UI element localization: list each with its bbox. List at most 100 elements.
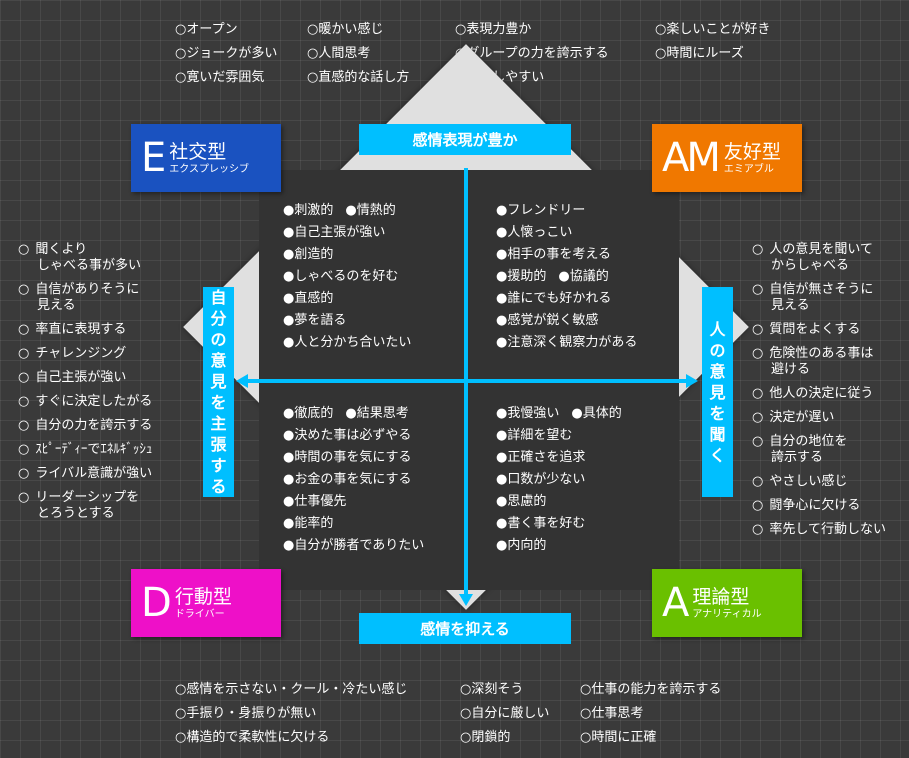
quadrant-item: フレンドリー bbox=[496, 200, 649, 222]
quadrant-item: お金の事を気にする bbox=[283, 469, 436, 491]
quadrant-trait: 具体的 bbox=[571, 406, 621, 421]
quadrant-trait: 結果思考 bbox=[345, 406, 408, 421]
trait-item: チャレンジング bbox=[18, 346, 193, 362]
trait-item: ジョークが多い bbox=[175, 42, 277, 66]
quadrant-trait: 相手の事を考える bbox=[496, 247, 611, 262]
quadrant-item: 能率的 bbox=[283, 513, 436, 535]
quadrant-item: 思慮的 bbox=[496, 491, 634, 513]
quadrant-item: 人と分かち合いたい bbox=[283, 332, 423, 354]
trait-item: 暖かい感じ bbox=[307, 18, 409, 42]
banner-right: 人の意見を聞く bbox=[702, 287, 733, 497]
quadrant-trait: フレンドリー bbox=[496, 203, 585, 218]
type-kana: エクスプレッシブ bbox=[169, 163, 249, 175]
type-letter: A bbox=[662, 580, 689, 626]
quadrant-item: 時間の事を気にする bbox=[283, 447, 436, 469]
banner-top: 感情表現が豊か bbox=[359, 124, 571, 155]
type-letter: AM bbox=[662, 135, 721, 181]
quadrant-item: 口数が少ない bbox=[496, 469, 634, 491]
quadrant-item: 自己主張が強い bbox=[283, 222, 423, 244]
quadrant-item: 詳細を望む bbox=[496, 425, 634, 447]
trait-item: 手振り・身振りが無い bbox=[175, 702, 407, 726]
type-name: 社交型 bbox=[169, 140, 227, 163]
quadrant-trait: 正確さを追求 bbox=[496, 450, 585, 465]
quadrant-item: 人懐っこい bbox=[496, 222, 649, 244]
trait-item: 質問をよくする bbox=[752, 322, 902, 338]
quadrant-trait: お金の事を気にする bbox=[283, 472, 411, 487]
trait-item: 自分に厳しい bbox=[460, 702, 549, 726]
type-name: 行動型 bbox=[174, 585, 232, 608]
quadrant-trait: 創造的 bbox=[283, 247, 333, 262]
quadrant-item: 直感的 bbox=[283, 288, 423, 310]
trait-item: ライバル意識が強い bbox=[18, 466, 193, 482]
type-name: 友好型 bbox=[723, 140, 781, 163]
quadrant-item: 自分が勝者でありたい bbox=[283, 535, 436, 557]
trait-item: 率直に表現する bbox=[18, 322, 193, 338]
quadrant-item: 注意深く観察力がある bbox=[496, 332, 649, 354]
quadrant-trait: 我慢強い bbox=[496, 406, 559, 421]
quadrant-trait: 注意深く観察力がある bbox=[496, 335, 637, 350]
quadrant-trait: 人と分かち合いたい bbox=[283, 335, 411, 350]
left-traits: 聞くよりしゃべる事が多い自信がありそうに見える率直に表現するチャレンジング自己主… bbox=[18, 242, 193, 530]
trait-item: 自分の力を誇示する bbox=[18, 418, 193, 434]
quadrant-item: 書く事を好む bbox=[496, 513, 634, 535]
quadrant-trait: 自分が勝者でありたい bbox=[283, 538, 424, 553]
quadrant-trait: 自己主張が強い bbox=[283, 225, 385, 240]
quadrant-trait: 徹底的 bbox=[283, 406, 333, 421]
top-traits-col-2: 暖かい感じ 人間思考 直感的な話し方 bbox=[307, 18, 409, 90]
quadrant-item: 創造的 bbox=[283, 244, 423, 266]
quadrant-item: 正確さを追求 bbox=[496, 447, 634, 469]
type-kana: エミアブル bbox=[723, 163, 774, 175]
quadrant-item: 感覚が鋭く敏感 bbox=[496, 310, 649, 332]
quadrant-item: 内向的 bbox=[496, 535, 634, 557]
type-badge-driver: D 行動型 ドライバー bbox=[131, 569, 281, 637]
quadrant-item: 夢を語る bbox=[283, 310, 423, 332]
horizontal-axis bbox=[246, 379, 688, 383]
quadrant-trait: 刺激的 bbox=[283, 203, 333, 218]
top-traits-col-4: 楽しいことが好き 時間にルーズ bbox=[655, 18, 770, 66]
quadrant-item: 徹底的結果思考 bbox=[283, 403, 436, 425]
trait-item: 直感的な話し方 bbox=[307, 66, 409, 90]
quadrant-top-right: フレンドリー人懐っこい相手の事を考える援助的協議的誰にでも好かれる感覚が鋭く敏感… bbox=[496, 200, 649, 354]
quadrant-trait: 人懐っこい bbox=[496, 225, 572, 240]
quadrant-trait: 夢を語る bbox=[283, 313, 346, 328]
trait-item: 楽しいことが好き bbox=[655, 18, 770, 42]
quadrant-trait: 協議的 bbox=[558, 269, 608, 284]
bottom-traits-col-2: 深刻そう 自分に厳しい 閉鎖的 bbox=[460, 678, 549, 750]
quadrant-item: 決めた事は必ずやる bbox=[283, 425, 436, 447]
trait-item: 他人の決定に従う bbox=[752, 386, 902, 402]
trait-item: オープン bbox=[175, 18, 277, 42]
quadrant-trait: 感覚が鋭く敏感 bbox=[496, 313, 598, 328]
type-kana: アナリティカル bbox=[692, 608, 762, 620]
trait-item: 仕事の能力を誇示する bbox=[580, 678, 721, 702]
quadrant-trait: しゃべるのを好む bbox=[283, 269, 398, 284]
quadrant-item: しゃべるのを好む bbox=[283, 266, 423, 288]
type-letter: D bbox=[141, 580, 172, 626]
type-letter: E bbox=[141, 135, 166, 181]
trait-item: 決定が遅い bbox=[752, 410, 902, 426]
quadrant-item: 援助的協議的 bbox=[496, 266, 649, 288]
right-traits: 人の意見を聞いてからしゃべる自信が無さそうに見える質問をよくする危険性のある事は… bbox=[752, 242, 902, 546]
quadrant-trait: 仕事優先 bbox=[283, 494, 346, 509]
trait-item: 感情を示さない・クール・冷たい感じ bbox=[175, 678, 407, 702]
trait-item: 率先して行動しない bbox=[752, 522, 902, 538]
trait-item: 深刻そう bbox=[460, 678, 549, 702]
quadrant-trait: 時間の事を気にする bbox=[283, 450, 411, 465]
quadrant-trait: 内向的 bbox=[496, 538, 546, 553]
trait-item: 構造的で柔軟性に欠ける bbox=[175, 726, 407, 750]
trait-item: 仕事思考 bbox=[580, 702, 721, 726]
quadrant-item: 刺激的情熱的 bbox=[283, 200, 423, 222]
quadrant-trait: 能率的 bbox=[283, 516, 333, 531]
quadrant-trait: 書く事を好む bbox=[496, 516, 585, 531]
quadrant-top-left: 刺激的情熱的自己主張が強い創造的しゃべるのを好む直感的夢を語る人と分かち合いたい bbox=[283, 200, 423, 354]
arrow-right-icon bbox=[686, 374, 698, 388]
banner-left: 自分の意見を主張する bbox=[203, 287, 234, 497]
arrow-down-icon bbox=[459, 594, 473, 606]
type-badge-analytical: A 理論型 アナリティカル bbox=[652, 569, 802, 637]
trait-item: 寛いだ雰囲気 bbox=[175, 66, 277, 90]
quadrant-trait: 直感的 bbox=[283, 291, 333, 306]
